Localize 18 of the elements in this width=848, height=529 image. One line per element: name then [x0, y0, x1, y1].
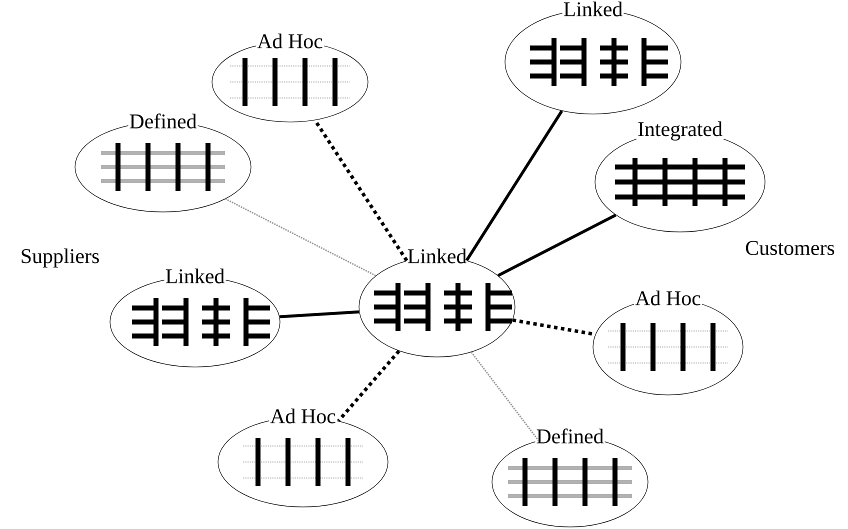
connector-line: [497, 214, 616, 277]
node-label: Linked: [562, 0, 624, 18]
connector-line: [470, 352, 540, 441]
connector-line: [337, 350, 400, 422]
node-label: Integrated: [636, 120, 724, 142]
node-label: Ad Hoc: [269, 408, 337, 424]
connector-line: [465, 110, 564, 262]
node-label: Defined: [128, 112, 198, 130]
node-label: Linked: [406, 248, 468, 264]
node-label: Linked: [164, 268, 226, 284]
group-label: Suppliers: [22, 248, 99, 268]
connector-line: [225, 198, 376, 276]
connector-line: [314, 119, 408, 262]
node-label: Defined: [535, 428, 605, 444]
connector-line: [280, 310, 360, 318]
node-label: Ad Hoc: [256, 32, 324, 50]
group-label: Customers: [746, 240, 834, 256]
node-label: Ad Hoc: [634, 290, 702, 306]
